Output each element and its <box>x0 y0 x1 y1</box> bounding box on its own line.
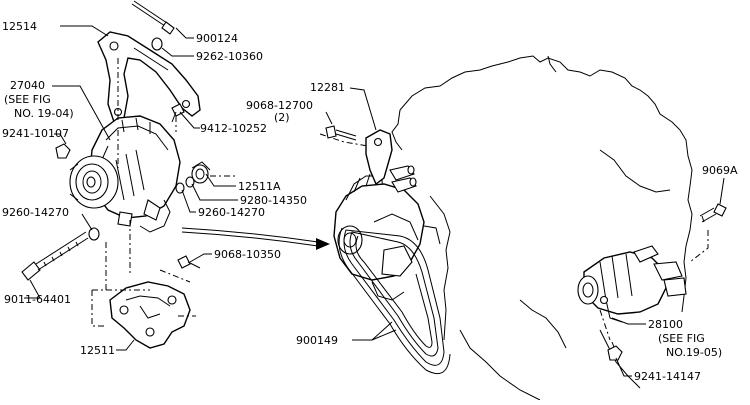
callout-28100-fig-no: NO.19-05) <box>666 346 722 359</box>
callout-9262-10360: 9262-10360 <box>196 50 263 63</box>
nut-9241-14147 <box>607 345 623 361</box>
callout-9260-14270-right: 9260-14270 <box>198 206 265 219</box>
callout-12514: 12514 <box>2 20 37 33</box>
callout-9011-64401: 9011-64401 <box>4 293 71 306</box>
callout-9068-10350: 9068-10350 <box>214 248 281 261</box>
bolt-900124 <box>131 0 175 35</box>
washer-9262-10360 <box>151 37 163 51</box>
bracket-12281 <box>365 129 417 193</box>
callout-9280-14350: 9280-14350 <box>240 194 307 207</box>
bolt-9011-64401 <box>21 231 89 281</box>
engine-block-outline <box>391 55 693 401</box>
callout-9068-12700: 9068-12700 <box>246 99 313 112</box>
callout-27040-see-fig: (SEE FIG <box>4 93 51 106</box>
spacer-12511A <box>191 161 211 184</box>
callout-900124: 900124 <box>196 32 238 45</box>
bracket-12511 <box>109 281 191 349</box>
leader-lines <box>24 25 725 377</box>
callout-9241-14147: 9241-14147 <box>634 370 701 383</box>
callout-9260-14270-left: 9260-14270 <box>2 206 69 219</box>
bolt-9068-10350 <box>177 255 201 269</box>
bracket-12514 <box>97 31 201 123</box>
callout-labels: 12514 900124 9262-10360 27040 (SEE FIG N… <box>2 20 738 383</box>
starter-motor-28100 <box>577 245 687 323</box>
callout-28100-see-fig: (SEE FIG <box>658 332 705 345</box>
bolt-9068-12700 <box>325 125 357 141</box>
drive-belt-900149 <box>338 227 451 374</box>
callout-9068-12700-qty: (2) <box>274 111 290 124</box>
callout-9412-10252: 9412-10252 <box>200 122 267 135</box>
callout-9069A: 9069A <box>702 164 738 177</box>
callout-12511A: 12511A <box>238 180 281 193</box>
alternator-27040 <box>69 115 181 233</box>
callout-12281: 12281 <box>310 81 345 94</box>
callout-27040: 27040 <box>10 79 45 92</box>
callout-28100: 28100 <box>648 318 683 331</box>
bolt-9069A <box>699 203 727 223</box>
transfer-arrow <box>181 227 330 250</box>
callout-27040-fig-no: NO. 19-04) <box>14 107 74 120</box>
callout-900149: 900149 <box>296 334 338 347</box>
callout-9241-10107: 9241-10107 <box>2 127 69 140</box>
callout-12511: 12511 <box>80 344 115 357</box>
washer-9260-14270-left <box>88 227 100 241</box>
nut-9241-10107 <box>55 143 71 159</box>
